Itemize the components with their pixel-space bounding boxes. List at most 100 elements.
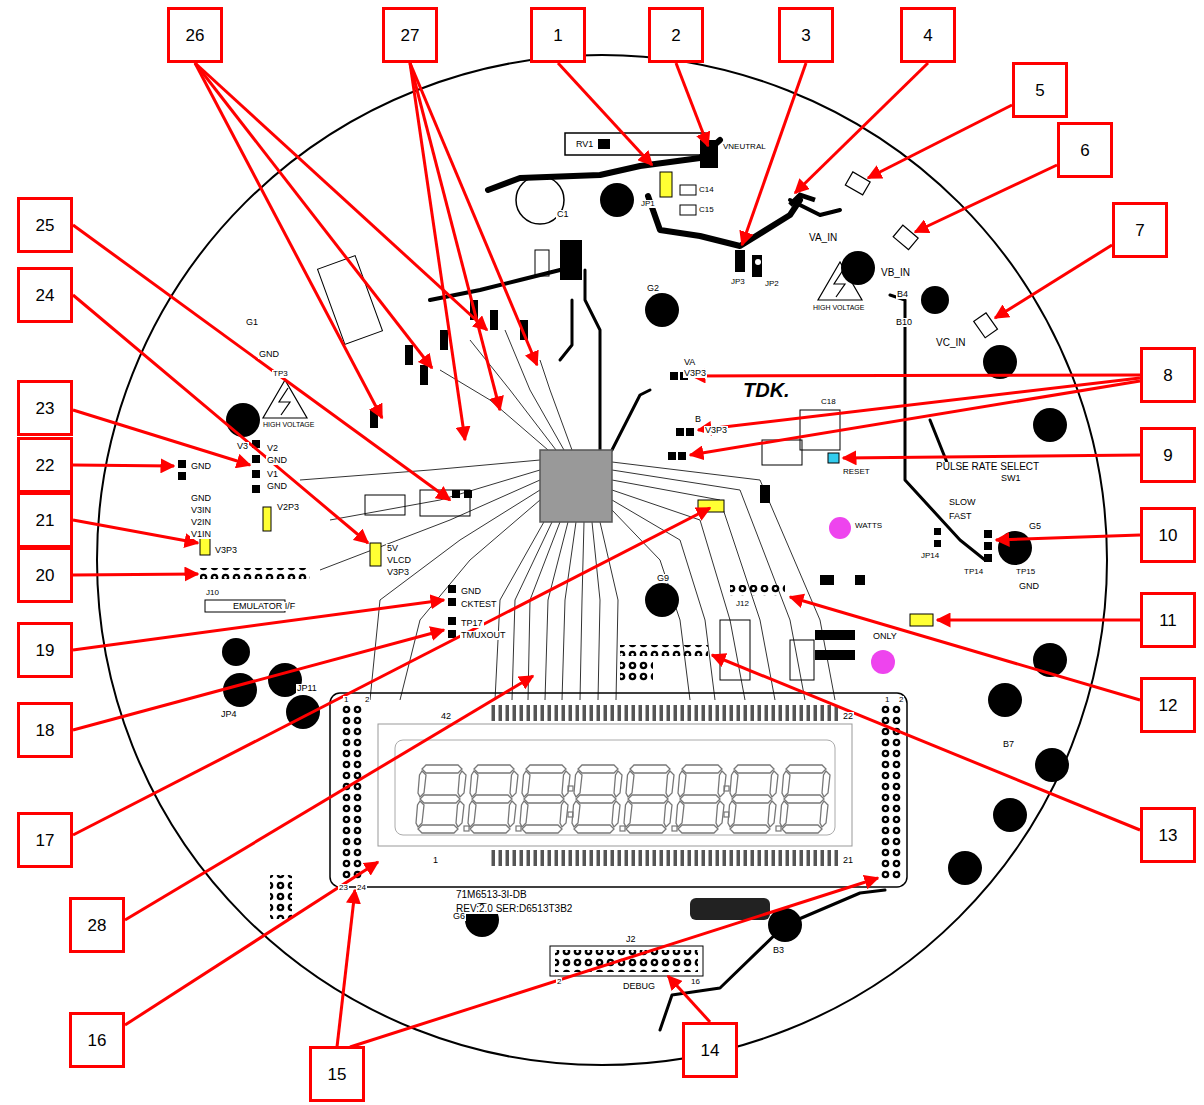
silkscreen-label: 2: [556, 978, 562, 986]
callout-box: 19: [17, 622, 73, 678]
silkscreen-label: VA: [683, 358, 696, 367]
silkscreen-label: 16: [690, 978, 701, 986]
callout-number: 2: [671, 27, 680, 44]
callout-box: 6: [1057, 122, 1113, 178]
silkscreen-label: JP11: [296, 684, 318, 693]
callout-number: 14: [701, 1042, 720, 1059]
callout-box: 17: [17, 812, 73, 868]
callout-number: 17: [36, 832, 55, 849]
callout-box: 26: [167, 7, 223, 63]
silkscreen-label: V2P3: [276, 503, 300, 512]
silkscreen-label: HIGH VOLTAGE: [262, 421, 315, 428]
silkscreen-label: JP4: [220, 710, 238, 719]
silkscreen-label: 42: [440, 712, 452, 721]
callout-number: 25: [36, 217, 55, 234]
callout-number: 24: [36, 287, 55, 304]
silkscreen-label: V3P3: [704, 426, 728, 435]
callout-box: 9: [1140, 427, 1196, 483]
silkscreen-label: G6: [452, 912, 466, 921]
silkscreen-label: WATTS: [854, 522, 883, 530]
callout-box: 14: [682, 1022, 738, 1078]
callout-box: 2: [648, 7, 704, 63]
silkscreen-label: TP17: [460, 619, 484, 628]
silkscreen-label: G1: [245, 318, 259, 327]
callout-number: 3: [801, 27, 810, 44]
silkscreen-label: DEBUG: [622, 982, 656, 991]
silkscreen-label: C1: [556, 210, 570, 219]
silkscreen-label: 1: [343, 696, 349, 704]
silkscreen-label: V3P3: [214, 546, 238, 555]
callout-number: 6: [1080, 142, 1089, 159]
silkscreen-label: EMULATOR I/F: [232, 602, 296, 611]
silkscreen-label: J12: [735, 600, 750, 608]
callout-number: 11: [1159, 612, 1177, 629]
callout-box: 4: [900, 7, 956, 63]
callout-number: 16: [88, 1032, 107, 1049]
callout-number: 18: [36, 722, 55, 739]
silkscreen-label: B10: [895, 318, 913, 327]
callout-box: 23: [17, 380, 73, 436]
silkscreen-label: 71M6513-3I-DB: [455, 890, 528, 900]
callout-box: 18: [17, 702, 73, 758]
silkscreen-label: FAST: [948, 512, 973, 521]
callout-box: 1: [530, 7, 586, 63]
callout-number: 15: [328, 1066, 347, 1083]
callout-box: 10: [1140, 507, 1196, 563]
callout-number: 13: [1159, 827, 1178, 844]
callout-number: 23: [36, 400, 55, 417]
silkscreen-label: RV1: [575, 140, 594, 149]
silkscreen-label: TMUXOUT: [460, 631, 507, 640]
silkscreen-label: V3P3: [683, 369, 707, 378]
silkscreen-label: ONLY: [872, 632, 898, 641]
silkscreen-label: GND: [190, 462, 212, 471]
silkscreen-label: JP3: [730, 278, 746, 286]
silkscreen-label: 1: [432, 856, 439, 865]
silkscreen-label: VC_IN: [935, 338, 966, 348]
callout-number: 8: [1163, 367, 1172, 384]
silkscreen-label: TDK.: [742, 380, 791, 400]
callout-box: 5: [1012, 62, 1068, 118]
callout-number: 10: [1159, 527, 1178, 544]
silkscreen-label: B: [694, 415, 702, 424]
silkscreen-label: VLCD: [386, 556, 412, 565]
silkscreen-label: GND: [266, 456, 288, 465]
silkscreen-label: GND: [460, 587, 482, 596]
callout-box: 12: [1140, 677, 1196, 733]
silkscreen-label: 2: [898, 696, 904, 704]
silkscreen-label: SLOW: [948, 498, 977, 507]
silkscreen-label: B3: [772, 946, 785, 955]
callout-box: 21: [17, 492, 73, 548]
callout-box: 15: [309, 1046, 365, 1102]
silkscreen-label: V1IN: [190, 530, 212, 539]
silkscreen-label: GND: [190, 494, 212, 503]
callout-box: 8: [1140, 347, 1196, 403]
silkscreen-label: G2: [646, 284, 660, 293]
silkscreen-label: V3: [236, 442, 249, 451]
silkscreen-label: 21: [842, 856, 854, 865]
silkscreen-label: TP15: [1015, 568, 1036, 576]
callout-box: 7: [1112, 202, 1168, 258]
callout-box: 11: [1140, 592, 1196, 648]
callout-number: 20: [36, 567, 55, 584]
silkscreen-label: RESET: [842, 468, 871, 476]
silkscreen-label: J2: [625, 935, 637, 944]
silkscreen-label: SW1: [1000, 474, 1022, 483]
silkscreen-label: 1: [884, 696, 890, 704]
silkscreen-label: 2: [364, 696, 370, 704]
callout-box: 3: [778, 7, 834, 63]
silkscreen-label: V2IN: [190, 518, 212, 527]
callout-number: 5: [1035, 82, 1044, 99]
silkscreen-label: V2: [266, 444, 279, 453]
silkscreen-label: TP14: [963, 568, 984, 576]
silkscreen-label: PULSE RATE SELECT: [935, 462, 1040, 472]
callout-number: 28: [88, 917, 107, 934]
silkscreen-label: G5: [1028, 522, 1042, 531]
silkscreen-label: VB_IN: [880, 268, 911, 278]
silkscreen-label: JP1: [640, 200, 656, 208]
silkscreen-label: JP2: [764, 280, 780, 288]
callout-number: 7: [1135, 222, 1144, 239]
callout-box: 25: [17, 197, 73, 253]
silkscreen-label: C14: [698, 186, 715, 194]
